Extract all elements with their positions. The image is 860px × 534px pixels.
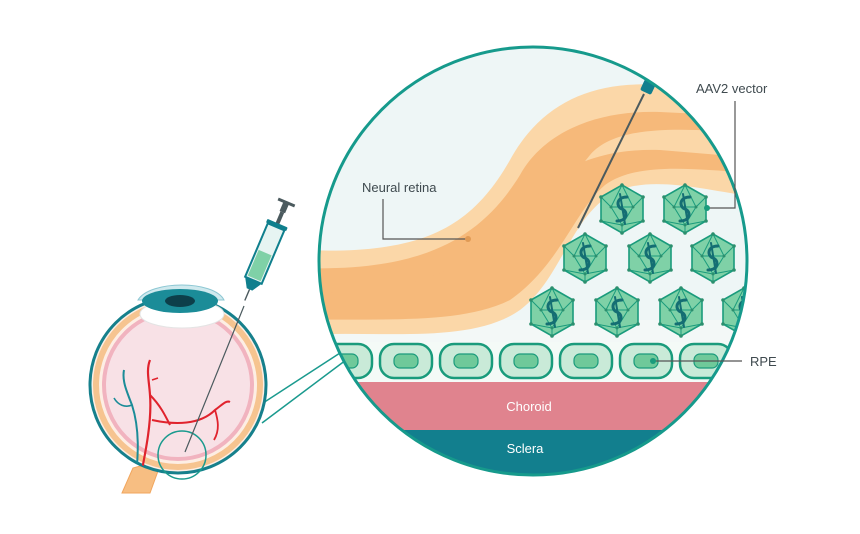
leader-neural-retina (382, 199, 468, 240)
neural-retina-label: Neural retina (362, 180, 437, 195)
rpe-label: RPE (750, 354, 777, 369)
rpe-cell-row (319, 342, 747, 380)
syringe-icon (243, 197, 296, 301)
needle-large (577, 93, 645, 229)
sclera-label: Sclera (507, 441, 545, 456)
choroid-label: Choroid (506, 399, 552, 414)
magnified-retina-view (317, 45, 749, 477)
zoom-connector-bottom (261, 359, 347, 424)
magnified-view-border (317, 45, 749, 477)
injection-site-highlight (157, 430, 207, 480)
needle-small (184, 305, 245, 453)
sclera-layer (319, 430, 747, 475)
leader-aav2-vector (707, 101, 736, 209)
aav2-vector-label: AAV2 vector (696, 81, 768, 96)
eyeball-interior (102, 309, 254, 461)
pupil (165, 295, 195, 307)
eye-cross-section (88, 284, 268, 494)
